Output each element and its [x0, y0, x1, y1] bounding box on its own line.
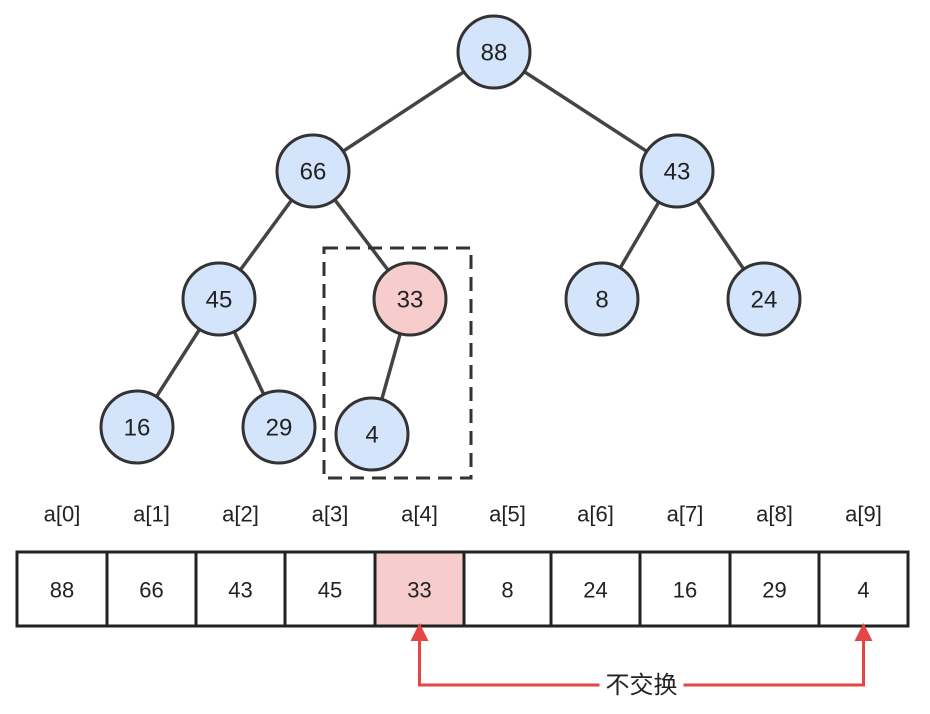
array-cell-value: 8	[501, 578, 513, 603]
tree-edges	[135, 50, 766, 435]
tree-node-label: 16	[124, 415, 151, 442]
array-index-label: a[3]	[312, 502, 349, 527]
tree-node-circle	[99, 389, 175, 465]
focus-box	[322, 246, 473, 480]
array-cell	[462, 550, 553, 628]
array-cell-value: 66	[139, 578, 163, 603]
array-index-label: a[2]	[222, 502, 259, 527]
array-cell	[15, 550, 109, 628]
tree-node-circle	[181, 261, 257, 337]
array-index-label: a[0]	[44, 502, 81, 527]
tree-node: 66	[275, 133, 351, 209]
tree-node: 16	[99, 389, 175, 465]
array-index-label: a[1]	[133, 502, 170, 527]
array-index-label: a[7]	[667, 502, 704, 527]
array-cell-value: 45	[318, 578, 342, 603]
tree-node-label: 66	[300, 159, 327, 186]
tree-node-label: 88	[481, 40, 508, 67]
tree-node-circle	[639, 133, 715, 209]
array-cell	[373, 550, 466, 628]
array-cell	[728, 550, 821, 628]
array-index-label: a[5]	[489, 502, 526, 527]
array-cell-value: 29	[762, 578, 786, 603]
array-cell	[105, 550, 198, 628]
tree-node: 45	[181, 261, 257, 337]
array-index-label: a[9]	[845, 502, 882, 527]
tree-node-circle	[334, 396, 410, 472]
compare-label: 不交换	[606, 671, 678, 699]
tree-node-label: 29	[266, 415, 293, 442]
array-cell-value: 24	[583, 578, 607, 603]
tree-node-label: 33	[397, 287, 424, 314]
tree-node-label: 43	[664, 159, 691, 186]
compare-arrow-layer: 不交换	[410, 623, 873, 699]
focus-box-layer	[322, 246, 473, 480]
array-cell-value: 33	[407, 578, 431, 603]
array-cell	[283, 550, 377, 628]
array-cell	[817, 550, 910, 628]
array-cell-value: 43	[228, 578, 252, 603]
tree-node: 33	[372, 261, 448, 337]
tree-node-circle	[372, 261, 448, 337]
compare-label-background	[599, 671, 684, 699]
array-index-label: a[4]	[401, 502, 438, 527]
array-cell-value: 4	[857, 578, 869, 603]
tree-node: 8	[564, 261, 640, 337]
tree-node: 88	[456, 14, 532, 90]
tree-node-label: 24	[751, 287, 778, 314]
tree-nodes: 88 66 43 45 33 8 24 16 29 4	[99, 14, 802, 472]
array-index-label: a[8]	[756, 502, 793, 527]
tree-node-circle	[456, 14, 532, 90]
tree-node: 24	[726, 261, 802, 337]
array-cell-value: 16	[673, 578, 697, 603]
array-index-label: a[6]	[577, 502, 614, 527]
tree-node-circle	[241, 389, 317, 465]
tree-node-label: 8	[595, 287, 608, 314]
array-layer: 88 a[0] 66 a[1] 43 a[2] 45 a[3] 33 a[4] 8 a[5] 24 a[6…	[15, 502, 910, 628]
tree-node-circle	[726, 261, 802, 337]
tree-node: 4	[334, 396, 410, 472]
tree-node-label: 4	[365, 422, 378, 449]
array-cell-value: 88	[50, 578, 74, 603]
tree-node-circle	[564, 261, 640, 337]
tree-node-circle	[275, 133, 351, 209]
tree-node-label: 45	[206, 287, 233, 314]
tree-node: 29	[241, 389, 317, 465]
tree-node: 43	[639, 133, 715, 209]
